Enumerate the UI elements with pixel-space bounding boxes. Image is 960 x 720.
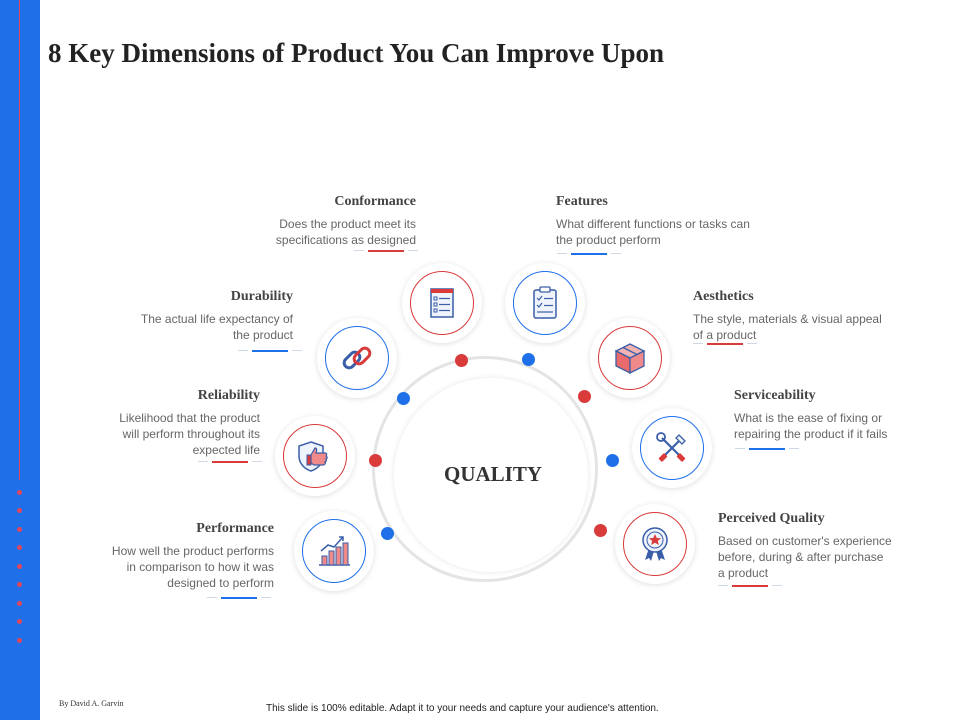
shield-thumbs-up-icon (298, 441, 328, 472)
dimension-title: Features (556, 194, 608, 209)
box-icon (614, 343, 646, 375)
dimension-desc: Does the product meet its specifications… (236, 216, 416, 248)
dimension-desc: Based on customer's experience before, d… (718, 533, 938, 581)
sidebar-dot (17, 601, 22, 606)
underline-aesthetics (693, 343, 757, 345)
sidebar-dot (17, 508, 22, 513)
dimension-aesthetics: Aesthetics The style, materials & visual… (693, 289, 923, 343)
icon-circle-perceived-quality (615, 504, 695, 584)
quality-ring (372, 356, 598, 582)
desc-line: in comparison to how it was (126, 560, 274, 574)
icon-circle-aesthetics (590, 318, 670, 398)
quality-center (394, 378, 588, 572)
underline-conformance (354, 250, 418, 252)
dimension-desc: The actual life expectancy of the produc… (113, 311, 293, 343)
sidebar-dot (17, 490, 22, 495)
underline-durability (238, 350, 302, 352)
sidebar-dot (17, 545, 22, 550)
desc-line: Based on customer's experience (718, 534, 892, 548)
dimension-title: Conformance (334, 194, 416, 209)
desc-line: before, during & after purchase (718, 550, 884, 564)
desc-line: How well the product performs (111, 544, 274, 558)
underline-features (557, 253, 621, 255)
dimension-features: Features What different functions or tas… (556, 194, 786, 248)
dimension-conformance: Conformance Does the product meet its sp… (236, 194, 416, 248)
footer-note: This slide is 100% editable. Adapt it to… (266, 703, 659, 714)
dimension-title: Serviceability (734, 388, 816, 403)
page-title: 8 Key Dimensions of Product You Can Impr… (48, 38, 665, 68)
sidebar-line (19, 0, 20, 480)
desc-line: of a product (693, 328, 757, 342)
ring-dot-blue (606, 454, 619, 467)
desc-line: What different functions or tasks can (556, 217, 750, 231)
desc-line: Does the product meet its (279, 217, 416, 231)
author-byline: By David A. Garvin (59, 699, 124, 708)
desc-line: will perform throughout its (122, 427, 260, 441)
dimension-title: Performance (196, 521, 274, 536)
dimension-desc: How well the product performs in compari… (74, 543, 274, 591)
underline-reliability (198, 461, 262, 463)
desc-line: Likelihood that the product (119, 411, 260, 425)
tools-icon (656, 432, 686, 462)
icon-circle-performance (294, 511, 374, 591)
dimension-reliability: Reliability Likelihood that the product … (80, 388, 260, 458)
sidebar-dot (17, 582, 22, 587)
ring-dot-blue (381, 527, 394, 540)
sidebar-dot (17, 564, 22, 569)
desc-line: What is the ease of fixing or (734, 411, 883, 425)
dimension-perceived-quality: Perceived Quality Based on customer's ex… (718, 511, 938, 581)
underline-perceived-quality (718, 585, 782, 587)
bar-chart-icon (319, 536, 350, 566)
icon-circle-reliability (275, 416, 355, 496)
icon-circle-conformance (402, 263, 482, 343)
ring-dot-red (455, 354, 468, 367)
dimension-title: Aesthetics (693, 289, 754, 304)
ring-dot-blue (397, 392, 410, 405)
underline-serviceability (735, 448, 799, 450)
desc-line: expected life (192, 443, 260, 457)
dimension-title: Reliability (197, 388, 260, 403)
icon-circle-durability (317, 318, 397, 398)
underline-performance (207, 597, 271, 599)
dimension-performance: Performance How well the product perform… (74, 521, 274, 591)
icon-circle-features (505, 263, 585, 343)
dimension-durability: Durability The actual life expectancy of… (113, 289, 293, 343)
desc-line: The actual life expectancy of (140, 312, 293, 326)
dimension-desc: What is the ease of fixing or repairing … (734, 410, 944, 442)
chain-link-icon (342, 346, 372, 370)
desc-line: the product perform (556, 233, 661, 247)
desc-line: the product (232, 328, 293, 342)
ring-dot-red (578, 390, 591, 403)
quality-label: QUALITY (443, 462, 543, 486)
desc-line: repairing the product if it fails (734, 427, 888, 441)
dimension-title: Durability (230, 289, 293, 304)
dimension-title: Perceived Quality (718, 511, 825, 526)
dimension-desc: The style, materials & visual appeal of … (693, 311, 923, 343)
desc-line: designed to perform (167, 576, 274, 590)
sidebar-dot (17, 527, 22, 532)
ring-dot-red (594, 524, 607, 537)
sidebar-bar (0, 0, 40, 720)
dimension-serviceability: Serviceability What is the ease of fixin… (734, 388, 944, 442)
sidebar-dot (17, 619, 22, 624)
sidebar-dot (17, 638, 22, 643)
award-badge-icon (642, 527, 668, 561)
ring-dot-red (369, 454, 382, 467)
desc-line: specifications as designed (275, 233, 416, 247)
desc-line: a product (718, 566, 769, 580)
desc-line: The style, materials & visual appeal (693, 312, 882, 326)
dimension-desc: Likelihood that the product will perform… (80, 410, 260, 458)
checklist-icon (430, 288, 454, 318)
ring-dot-blue (522, 353, 535, 366)
icon-circle-serviceability (632, 408, 712, 488)
dimension-desc: What different functions or tasks can th… (556, 216, 786, 248)
clipboard-icon (533, 286, 557, 319)
